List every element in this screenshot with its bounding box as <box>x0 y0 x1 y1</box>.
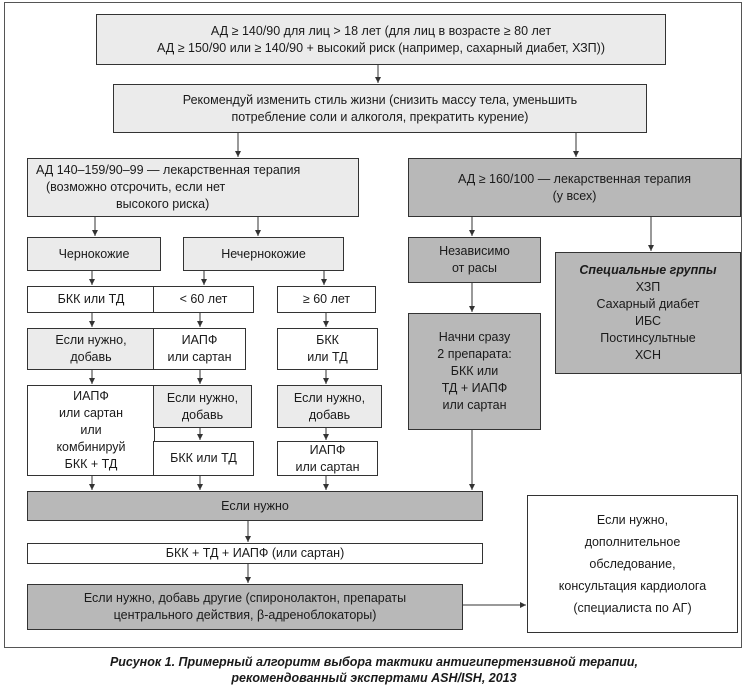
under60-step2-box: Если нужно, добавь <box>153 385 252 428</box>
two-drugs-line-4: ТД + ИАПФ <box>441 381 508 395</box>
special-group-item: ХСН <box>635 348 661 362</box>
black-step3-line-1: ИАПФ <box>73 389 109 403</box>
special-group-item: Постинсультные <box>600 331 696 345</box>
black-step2-line-1: Если нужно, <box>55 333 127 347</box>
over60-step2-box: Если нужно, добавь <box>277 385 382 428</box>
figure-caption: Рисунок 1. Примерный алгоритм выбора так… <box>0 654 748 686</box>
lifestyle-line-2: потребление соли и алкоголя, прекратить … <box>231 109 529 124</box>
referral-line-1: Если нужно, <box>596 513 669 527</box>
triple-therapy-label: БКК + ТД + ИАПФ (или сартан) <box>165 546 345 560</box>
moderate-bp-box: АД 140–159/90–99 — лекарственная терапия… <box>27 158 359 217</box>
moderate-line-1: АД 140–159/90–99 — лекарственная терапия <box>36 163 301 177</box>
triple-therapy-box: БКК + ТД + ИАПФ (или сартан) <box>27 543 483 564</box>
lifestyle-line-1: Рекомендуй изменить стиль жизни (снизить… <box>182 92 578 107</box>
over60-step2-line-1: Если нужно, <box>293 390 366 405</box>
over60-step1-line-1: БКК <box>316 333 339 347</box>
add-others-line-1: Если нужно, добавь другие (спиронолактон… <box>83 591 407 605</box>
moderate-line-2: (возможно отсрочить, если нет <box>46 180 226 194</box>
severe-bp-box: АД ≥ 160/100 — лекарственная терапия (у … <box>408 158 741 217</box>
black-step3-line-4: комбинируй <box>56 440 126 454</box>
over60-step1-box: БКК или ТД <box>277 328 378 370</box>
over60-box: ≥ 60 лет <box>277 286 376 313</box>
diagram-frame <box>4 2 742 648</box>
black-step3-line-3: или <box>80 423 102 437</box>
black-patients-label: Чернокожие <box>58 246 130 261</box>
over60-step3-line-1: ИАПФ <box>309 442 346 457</box>
special-groups-title: Специальные группы <box>579 263 717 277</box>
referral-line-4: консультация кардиолога <box>558 579 707 593</box>
black-step2-box: Если нужно, добавь <box>27 328 155 370</box>
severe-line-1: АД ≥ 160/100 — лекарственная терапия <box>458 171 691 186</box>
if-needed-box: Если нужно <box>27 491 483 521</box>
severe-line-2: (у всех) <box>552 188 597 203</box>
under60-step3-box: БКК или ТД <box>153 441 254 476</box>
two-drugs-line-2: 2 препарата: <box>437 347 512 361</box>
race-independent-box: Независимо от расы <box>408 237 541 283</box>
add-others-box: Если нужно, добавь другие (спиронолактон… <box>27 584 463 630</box>
nonblack-patients-box: Нечернокожие <box>183 237 344 271</box>
referral-line-2: дополнительное <box>584 535 681 549</box>
two-drugs-box: Начни сразу 2 препарата: БКК или ТД + ИА… <box>408 313 541 430</box>
moderate-line-3: высокого риска) <box>116 197 210 211</box>
two-drugs-line-1: Начни сразу <box>438 330 511 344</box>
black-step1-label: БКК или ТД <box>57 292 125 306</box>
special-groups-box: Специальные группы ХЗП Сахарный диабет И… <box>555 252 741 374</box>
race-independent-line-2: от расы <box>451 261 497 275</box>
under60-label: < 60 лет <box>179 292 228 306</box>
top-criteria-line-1: АД ≥ 140/90 для лиц > 18 лет (для лиц в … <box>210 23 552 38</box>
race-independent-line-1: Независимо <box>439 244 510 258</box>
lifestyle-box: Рекомендуй изменить стиль жизни (снизить… <box>113 84 647 133</box>
special-group-item: ИБС <box>634 314 662 328</box>
top-criteria-box: АД ≥ 140/90 для лиц > 18 лет (для лиц в … <box>96 14 666 65</box>
referral-box: Если нужно, дополнительное обследование,… <box>527 495 738 633</box>
referral-line-3: обследование, <box>589 557 676 571</box>
over60-label: ≥ 60 лет <box>302 292 351 306</box>
black-step3-box: ИАПФ или сартан или комбинируй БКК + ТД <box>27 385 155 476</box>
under60-step1-line-1: ИАПФ <box>181 333 218 347</box>
nonblack-patients-label: Нечернокожие <box>221 246 306 261</box>
black-step3-line-5: БКК + ТД <box>64 457 118 471</box>
under60-box: < 60 лет <box>153 286 254 313</box>
under60-step2-line-1: Если нужно, <box>166 390 239 405</box>
over60-step3-line-2: или сартан <box>295 459 360 474</box>
over60-step1-line-2: или ТД <box>307 350 348 364</box>
referral-line-5: (специалиста по АГ) <box>573 601 692 615</box>
add-others-line-2: центрального действия, β-адреноблокаторы… <box>113 608 377 622</box>
black-patients-box: Чернокожие <box>27 237 161 271</box>
black-step3-line-2: или сартан <box>58 406 124 420</box>
if-needed-label: Если нужно <box>221 498 289 513</box>
caption-line-2: рекомендованный экспертами ASH/ISH, 2013 <box>231 671 517 685</box>
two-drugs-line-3: БКК или <box>450 364 499 378</box>
top-criteria-line-2: АД ≥ 150/90 или ≥ 140/90 + высокий риск … <box>157 40 605 55</box>
caption-line-1: Рисунок 1. Примерный алгоритм выбора так… <box>109 655 639 669</box>
black-step1-box: БКК или ТД <box>27 286 155 313</box>
under60-step3-label: БКК или ТД <box>170 451 237 465</box>
under60-step1-line-2: или сартан <box>167 350 232 364</box>
under60-step2-line-2: добавь <box>181 407 224 422</box>
two-drugs-line-5: или сартан <box>442 398 507 412</box>
black-step2-line-2: добавь <box>70 350 112 364</box>
special-group-item: ХЗП <box>635 280 661 294</box>
over60-step2-line-2: добавь <box>308 407 351 422</box>
under60-step1-box: ИАПФ или сартан <box>153 328 246 370</box>
special-group-item: Сахарный диабет <box>596 297 700 311</box>
over60-step3-box: ИАПФ или сартан <box>277 441 378 476</box>
